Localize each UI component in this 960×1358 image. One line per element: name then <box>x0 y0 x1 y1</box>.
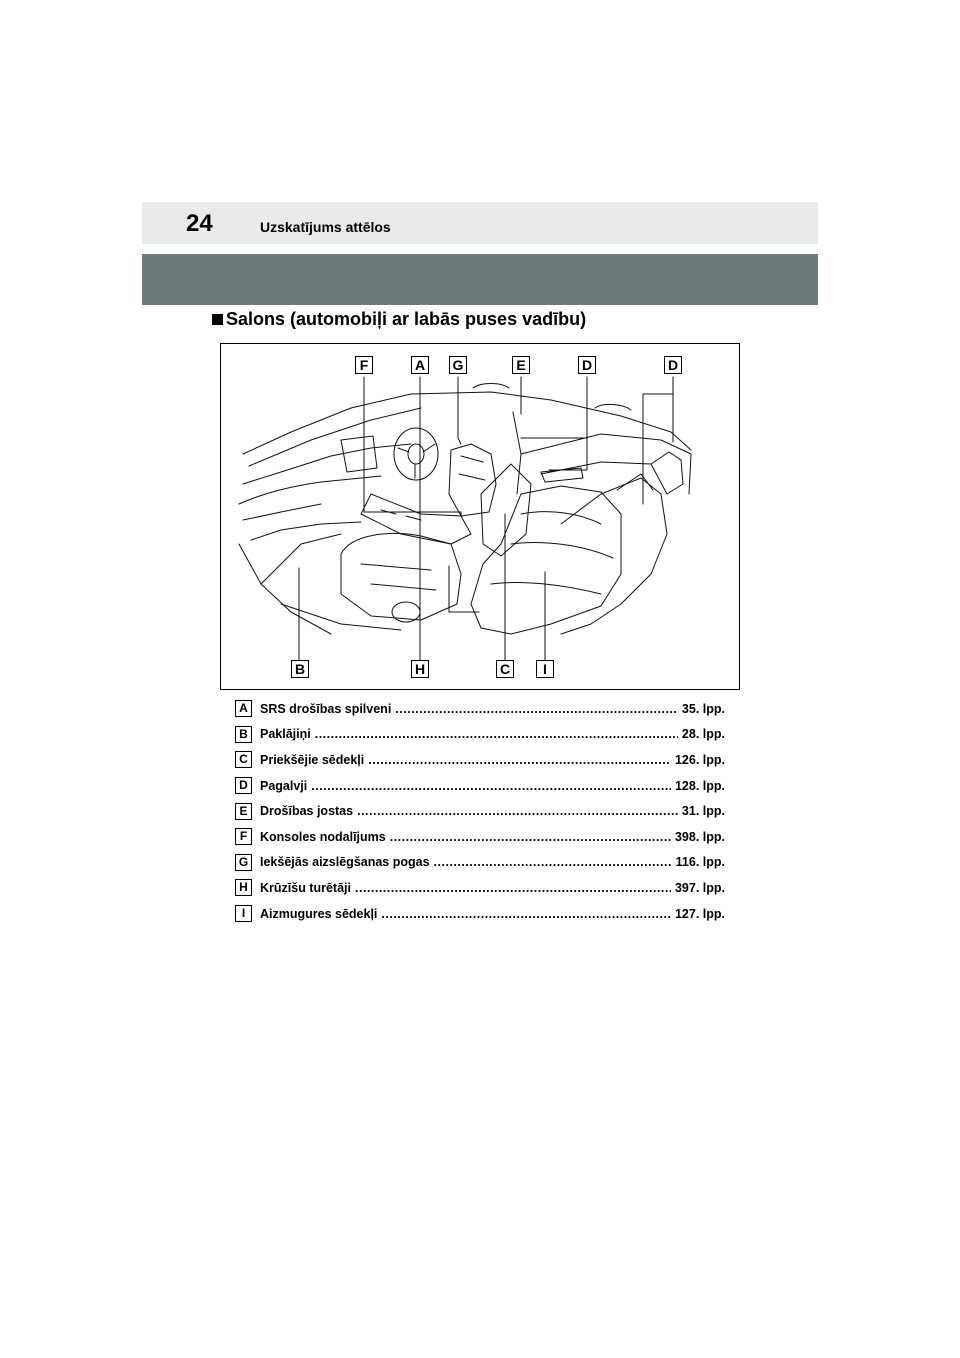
label-c: C <box>496 660 514 678</box>
legend-item: E Drošības jostas 31. lpp. <box>235 798 725 824</box>
leader-dots <box>381 907 671 921</box>
legend-page-ref[interactable]: 127. lpp. <box>674 906 725 921</box>
label-e: E <box>512 356 530 374</box>
leader-dots <box>357 804 678 818</box>
legend-name: Pagalvji <box>260 778 308 793</box>
legend-page-ref[interactable]: 128. lpp. <box>674 778 725 793</box>
legend-name: SRS drošības spilveni <box>260 701 392 716</box>
legend-item: G Iekšējās aizslēgšanas pogas 116. lpp. <box>235 850 725 876</box>
page-number: 24 <box>186 210 213 237</box>
legend-item: C Priekšējie sēdekļi 126. lpp. <box>235 747 725 773</box>
leader-dots <box>311 779 671 793</box>
leader-dots <box>390 830 671 844</box>
legend-name: Aizmugures sēdekļi <box>260 906 378 921</box>
square-bullet-icon <box>212 314 223 325</box>
legend-letter: B <box>235 725 252 743</box>
legend-item: D Pagalvji 128. lpp. <box>235 773 725 799</box>
legend-page-ref[interactable]: 398. lpp. <box>674 829 725 844</box>
legend-name: Drošības jostas <box>260 804 354 819</box>
legend-letter: E <box>235 802 252 820</box>
legend-page-ref[interactable]: 28. lpp. <box>681 727 725 742</box>
legend-page-ref[interactable]: 116. lpp. <box>675 855 725 870</box>
interior-illustration: F A G E D D B H C I <box>220 343 740 690</box>
header-title: Uzskatījums attēlos <box>260 219 391 235</box>
label-g: G <box>449 356 467 374</box>
legend-item: H Krūzīšu turētāji 397. lpp. <box>235 875 725 901</box>
legend-name: Priekšējie sēdekļi <box>260 752 365 767</box>
legend-letter: F <box>235 828 252 846</box>
legend-name: Krūzīšu turētāji <box>260 880 351 895</box>
leader-dots <box>395 702 678 716</box>
legend-page-ref[interactable]: 31. lpp. <box>681 804 725 819</box>
label-f: F <box>355 356 373 374</box>
legend-name: Iekšējās aizslēgšanas pogas <box>260 855 430 870</box>
legend-page-ref[interactable]: 126. lpp. <box>674 752 725 767</box>
label-b: B <box>291 660 309 678</box>
legend-item: A SRS drošības spilveni 35. lpp. <box>235 696 725 722</box>
legend-letter: A <box>235 700 252 718</box>
legend-letter: I <box>235 905 252 923</box>
section-heading-text: Salons (automobiļi ar labās puses vadību… <box>226 309 587 329</box>
legend-letter: H <box>235 879 252 897</box>
label-a: A <box>411 356 429 374</box>
legend-letter: C <box>235 751 252 769</box>
label-d-right: D <box>664 356 682 374</box>
section-heading: Salons (automobiļi ar labās puses vadību… <box>212 309 586 330</box>
leader-dots <box>368 753 671 767</box>
legend-list: A SRS drošības spilveni 35. lpp. B Paklāj… <box>235 696 725 926</box>
leader-dots <box>434 855 672 869</box>
legend-item: B Paklājiņi 28. lpp. <box>235 722 725 748</box>
legend-page-ref[interactable]: 397. lpp. <box>674 880 725 895</box>
leader-dots <box>315 727 678 741</box>
legend-name: Paklājiņi <box>260 727 311 742</box>
legend-item: F Konsoles nodalījums 398. lpp. <box>235 824 725 850</box>
legend-name: Konsoles nodalījums <box>260 829 386 844</box>
legend-page-ref[interactable]: 35. lpp. <box>681 701 725 716</box>
header-bar <box>142 202 818 244</box>
legend-letter: G <box>235 853 252 871</box>
section-band <box>142 254 818 305</box>
car-interior-drawing <box>238 376 692 662</box>
legend-item: I Aizmugures sēdekļi 127. lpp. <box>235 901 725 927</box>
label-i: I <box>536 660 554 678</box>
legend-letter: D <box>235 777 252 795</box>
label-h: H <box>411 660 429 678</box>
label-d-left: D <box>578 356 596 374</box>
leader-dots <box>355 881 671 895</box>
